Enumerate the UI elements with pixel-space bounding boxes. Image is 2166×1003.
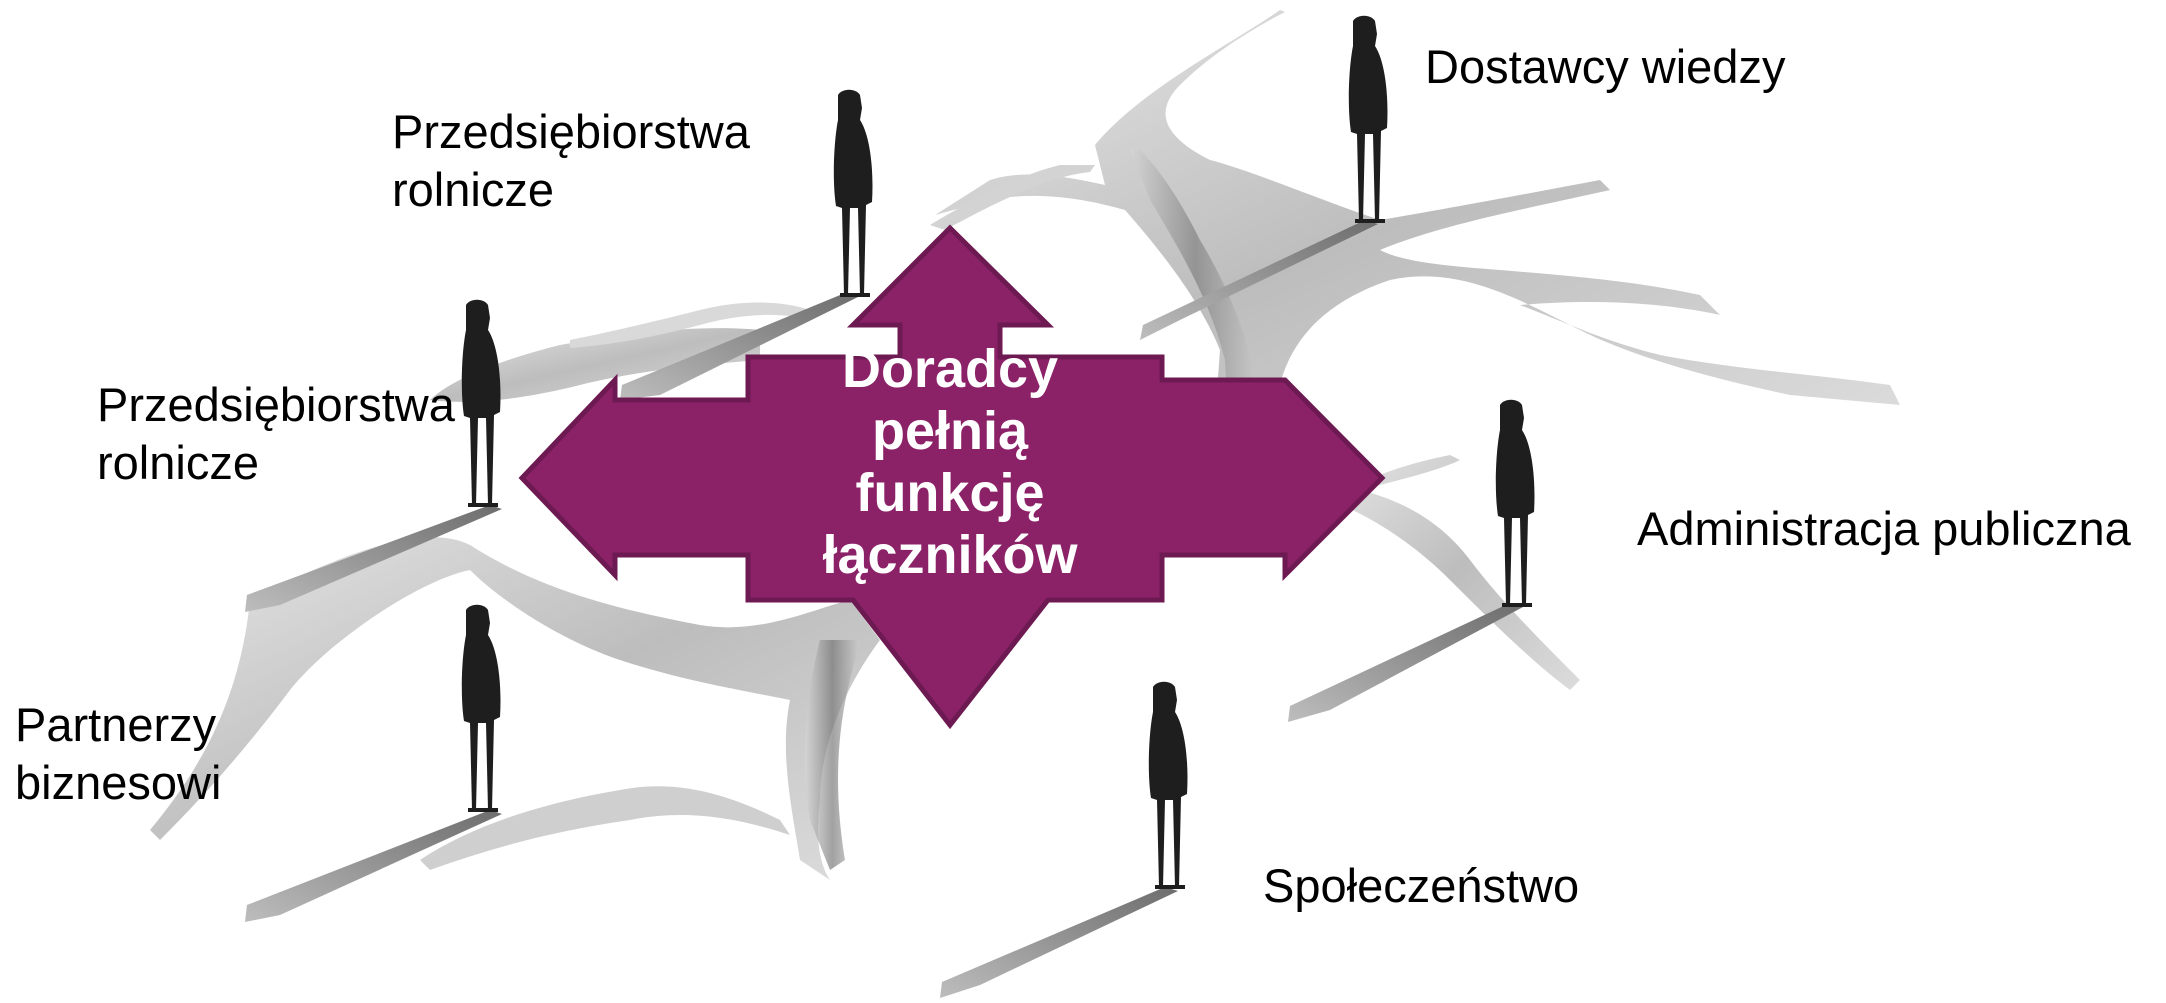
crack-lower-left [420,786,790,870]
stakeholder-label-knowledge: Dostawcy wiedzy [1425,38,1785,96]
label-line: Przedsiębiorstwa [392,105,750,158]
crack-right [1330,455,1580,690]
center-text-line: łączników [822,525,1078,585]
shadow-farm-mid [245,505,502,612]
shadow-society [940,887,1178,998]
shadow-admin [1288,603,1523,722]
ground-cracks [150,10,1900,880]
shadow-partners [245,810,502,922]
crack-upper-right [935,10,1900,420]
crack-left-band [150,537,880,880]
person-silhouette-icon [833,89,873,297]
crack-left-core [804,640,860,870]
label-line: Partnerzy [15,698,217,751]
crack-upper-right-core [1130,150,1260,415]
label-line: Społeczeństwo [1263,859,1580,912]
person-silhouette-icon [1148,681,1188,889]
crack-upper-left [570,302,810,348]
stakeholder-label-farm-top: Przedsiębiorstwa rolnicze [392,103,750,219]
label-line: biznesowi [15,756,222,809]
figure-shadows [245,220,1523,998]
people [461,15,1535,889]
person-silhouette-icon [461,604,501,812]
stakeholder-label-admin: Administracja publiczna [1637,500,2131,558]
label-line: Przedsiębiorstwa [97,378,455,431]
center-text-line: funkcję [855,463,1045,523]
center-text-line: Doradcy [841,339,1059,399]
center-arrow-text: Doradcy pełnią funkcję łączników [750,338,1150,586]
person-silhouette-icon [1348,15,1388,223]
stakeholder-label-farm-mid: Przedsiębiorstwa rolnicze [97,376,455,492]
person-silhouette-icon [461,299,501,507]
label-line: rolnicze [97,436,259,489]
label-line: Administracja publiczna [1637,502,2131,555]
person-silhouette-icon [1495,399,1535,607]
four-way-arrow [518,224,1386,730]
center-text-line: pełnią [871,401,1029,461]
shadow-knowledge [1140,220,1378,340]
label-line: Dostawcy wiedzy [1425,40,1786,93]
label-line: rolnicze [392,163,554,216]
crack-left-middle [430,328,760,402]
shadow-farm-top [620,293,858,400]
crack-top-thin [930,165,1095,230]
stakeholder-label-partners: Partnerzy biznesowi [15,696,221,812]
stakeholder-label-society: Społeczeństwo [1263,857,1579,915]
